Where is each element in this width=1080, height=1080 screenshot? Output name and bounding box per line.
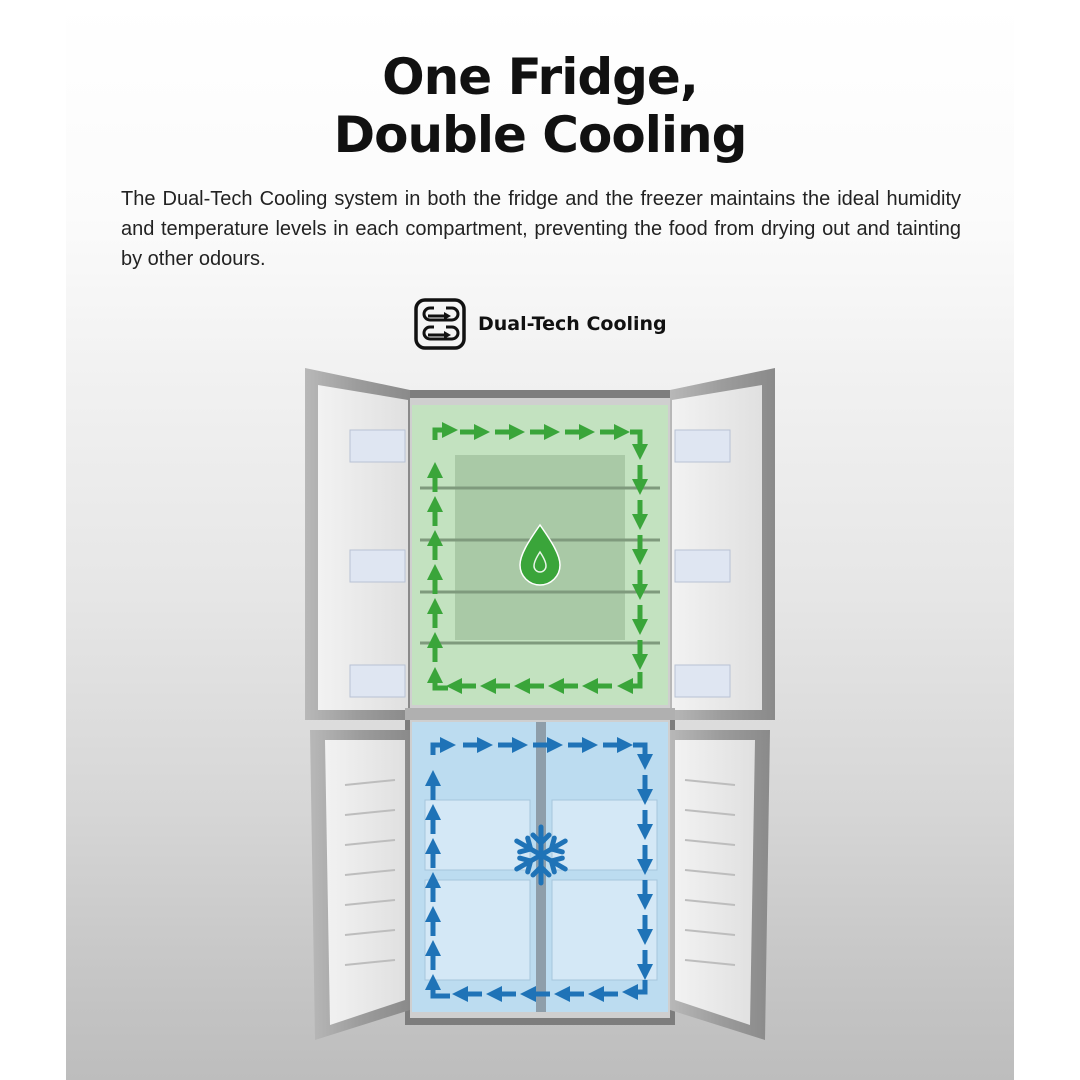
freezer-compartment (412, 722, 668, 1012)
feature-badge: Dual-Tech Cooling (414, 298, 667, 350)
fridge-right-door (670, 368, 775, 720)
freezer-right-door (670, 730, 770, 1040)
fridge-diagram (305, 368, 775, 1040)
water-drop-icon (519, 523, 561, 586)
title-line-1: One Fridge, (382, 48, 699, 106)
page-title: One Fridge, Double Cooling (0, 48, 1080, 164)
freezer-airflow-arrows (424, 736, 654, 1003)
fridge-airflow-arrows (426, 421, 649, 695)
feature-badge-label: Dual-Tech Cooling (478, 313, 667, 335)
description-text: The Dual-Tech Cooling system in both the… (121, 188, 961, 270)
freezer-left-door (310, 730, 410, 1040)
snowflake-icon (514, 824, 568, 886)
title-line-2: Double Cooling (333, 106, 748, 164)
fridge-left-door (305, 368, 410, 720)
dual-loop-arrows-icon (414, 298, 466, 350)
fridge-compartment (412, 405, 668, 705)
